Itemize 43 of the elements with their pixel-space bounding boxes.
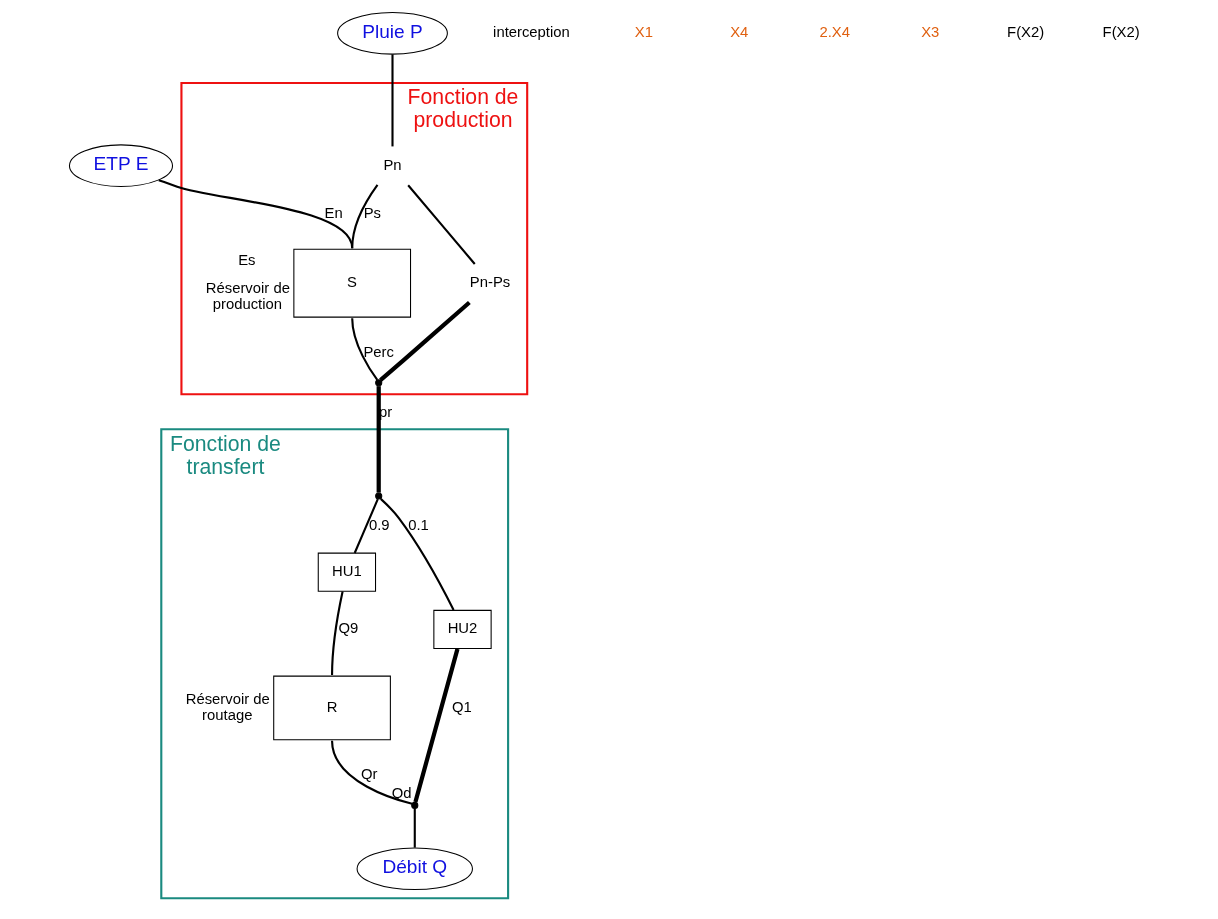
label: X3	[920, 24, 939, 41]
connector	[330, 591, 344, 676]
connector	[378, 300, 471, 382]
label: F(X2)	[1102, 24, 1140, 41]
node-box: R	[272, 675, 391, 741]
connector	[406, 184, 476, 265]
edge-label: En	[324, 204, 343, 221]
label: X1	[634, 24, 653, 41]
connector	[379, 498, 455, 611]
node-point	[410, 801, 418, 809]
connector	[350, 184, 378, 249]
node-box: HU1	[317, 552, 376, 592]
connector	[412, 648, 460, 803]
connector	[353, 498, 379, 554]
node-text: Pn-Ps	[469, 274, 510, 291]
node-point	[374, 379, 382, 387]
edge-label: Q1	[451, 698, 472, 715]
node-label: Qd	[391, 785, 412, 802]
node-box: S	[292, 248, 411, 318]
node-ellipse: ETP E	[68, 144, 173, 187]
node-ellipse: Débit Q	[356, 847, 473, 891]
label: 2.X4	[819, 24, 850, 41]
label: interception	[492, 24, 570, 41]
edge-label: Perc	[362, 343, 394, 360]
node-label: Réservoir de routage	[185, 690, 270, 723]
connector	[413, 808, 416, 848]
label: F(X2)	[1006, 24, 1044, 41]
connector	[390, 54, 394, 147]
node-point	[374, 492, 382, 500]
node-label: Réservoir de production	[205, 279, 290, 312]
edge-label: Ps	[363, 204, 381, 221]
edge-label: 0.9	[368, 517, 390, 533]
edge-label: Q9	[338, 620, 358, 637]
node-box: HU2	[432, 609, 492, 650]
connector	[376, 386, 381, 493]
node-ellipse: Pluie P	[336, 12, 448, 55]
edge-label: 0.1	[407, 517, 429, 533]
connector	[330, 740, 412, 805]
edge-label: Qr	[360, 766, 377, 783]
node-label: Es	[237, 251, 255, 268]
label: X4	[729, 24, 748, 41]
connector	[350, 318, 378, 381]
node-text: Pn	[382, 156, 402, 173]
